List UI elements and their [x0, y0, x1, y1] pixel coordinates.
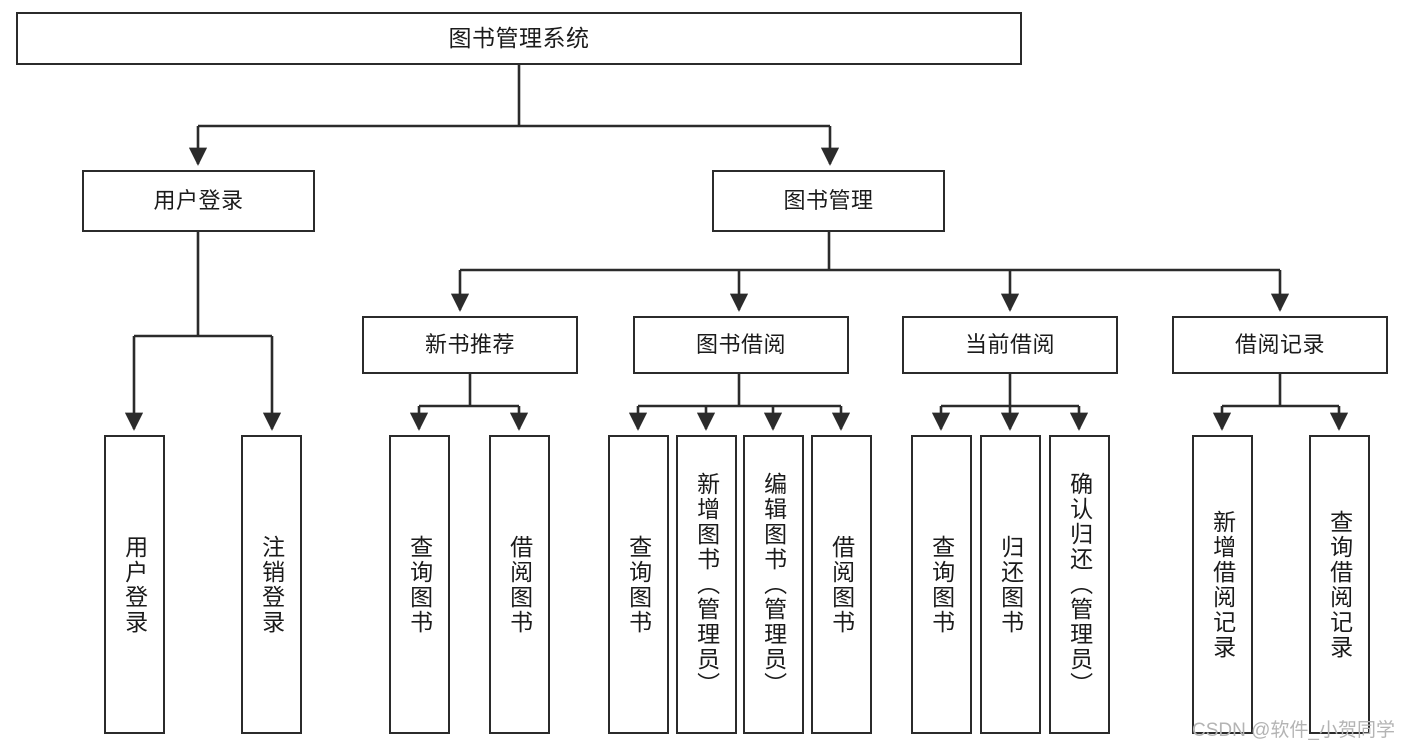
leaf-borrowrecord-query-record-label: 查询借阅记录 — [1326, 509, 1353, 660]
leaf-borrowrecord-add-record[interactable]: 新增借阅记录 — [1192, 435, 1253, 734]
leaf-user-login[interactable]: 用户登录 — [104, 435, 165, 734]
leaf-currentborrow-return-book[interactable]: 归还图书 — [980, 435, 1041, 734]
leaf-newbook-borrow-book-label: 借阅图书 — [506, 534, 533, 635]
node-current-borrow[interactable]: 当前借阅 — [902, 316, 1118, 374]
leaf-user-login-label: 用户登录 — [121, 534, 148, 635]
leaf-newbook-query-book-label: 查询图书 — [406, 534, 433, 635]
node-root[interactable]: 图书管理系统 — [16, 12, 1022, 65]
node-book-borrow-label: 图书借阅 — [695, 332, 786, 358]
leaf-bookborrow-add-book-label: 新增图书（管理员） — [693, 472, 720, 697]
leaf-currentborrow-confirm-return-label: 确认归还（管理员） — [1066, 472, 1093, 697]
leaf-bookborrow-query-book[interactable]: 查询图书 — [608, 435, 669, 734]
leaf-currentborrow-query-book-label: 查询图书 — [928, 534, 955, 635]
node-root-label: 图书管理系统 — [448, 25, 590, 52]
leaf-bookborrow-add-book[interactable]: 新增图书（管理员） — [676, 435, 737, 734]
node-user-login-label: 用户登录 — [153, 188, 244, 214]
leaf-bookborrow-borrow-book[interactable]: 借阅图书 — [811, 435, 872, 734]
node-borrow-record[interactable]: 借阅记录 — [1172, 316, 1388, 374]
leaf-newbook-borrow-book[interactable]: 借阅图书 — [489, 435, 550, 734]
leaf-currentborrow-confirm-return[interactable]: 确认归还（管理员） — [1049, 435, 1110, 734]
leaf-logout-label: 注销登录 — [258, 534, 285, 635]
leaf-borrowrecord-query-record[interactable]: 查询借阅记录 — [1309, 435, 1370, 734]
node-new-book-recommend[interactable]: 新书推荐 — [362, 316, 578, 374]
leaf-bookborrow-borrow-book-label: 借阅图书 — [828, 534, 855, 635]
leaf-logout[interactable]: 注销登录 — [241, 435, 302, 734]
node-current-borrow-label: 当前借阅 — [964, 332, 1055, 358]
leaf-currentborrow-query-book[interactable]: 查询图书 — [911, 435, 972, 734]
leaf-bookborrow-edit-book[interactable]: 编辑图书（管理员） — [743, 435, 804, 734]
leaf-currentborrow-return-book-label: 归还图书 — [997, 534, 1024, 635]
node-book-borrow[interactable]: 图书借阅 — [633, 316, 849, 374]
leaf-bookborrow-query-book-label: 查询图书 — [625, 534, 652, 635]
node-book-management[interactable]: 图书管理 — [712, 170, 945, 232]
node-new-book-recommend-label: 新书推荐 — [424, 332, 515, 358]
leaf-newbook-query-book[interactable]: 查询图书 — [389, 435, 450, 734]
leaf-bookborrow-edit-book-label: 编辑图书（管理员） — [760, 472, 787, 697]
node-user-login[interactable]: 用户登录 — [82, 170, 315, 232]
node-book-management-label: 图书管理 — [783, 188, 874, 214]
node-borrow-record-label: 借阅记录 — [1234, 332, 1325, 358]
leaf-borrowrecord-add-record-label: 新增借阅记录 — [1209, 509, 1236, 660]
